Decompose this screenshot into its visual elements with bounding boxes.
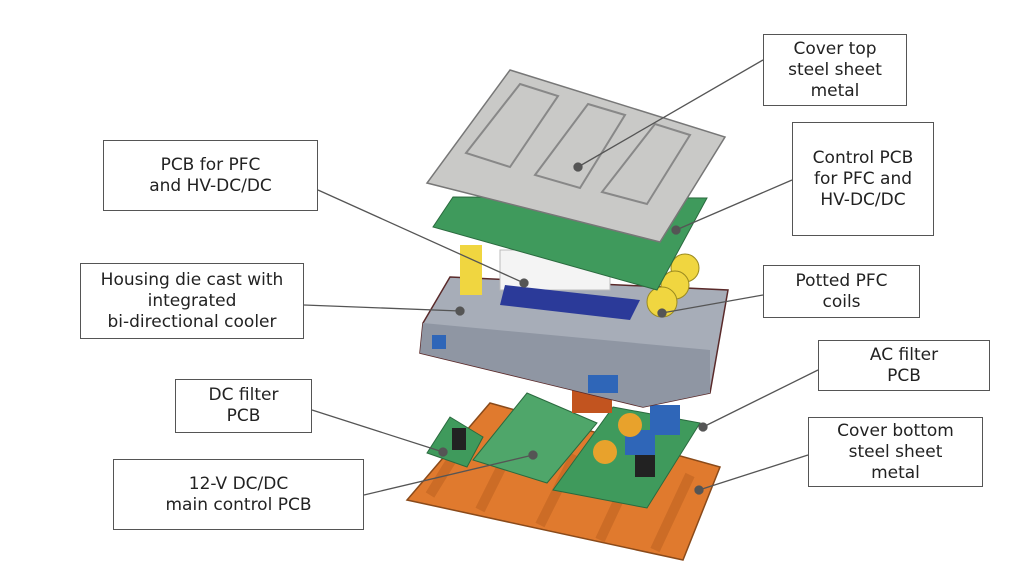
label-line: Cover top: [793, 38, 877, 59]
label-line: Housing die cast with: [100, 269, 284, 290]
label-line: HV-DC/DC: [820, 189, 906, 210]
label-line: metal: [871, 462, 920, 483]
label-line: Control PCB: [812, 147, 914, 168]
label-dc-filter: DC filter PCB: [175, 379, 312, 433]
label-cover-top: Cover top steel sheet metal: [763, 34, 907, 106]
label-line: main control PCB: [165, 494, 312, 515]
label-line: and HV-DC/DC: [149, 175, 272, 196]
label-main-control: 12-V DC/DC main control PCB: [113, 459, 364, 530]
dc-filter-component: [452, 428, 466, 450]
label-line: bi-directional cooler: [107, 311, 277, 332]
label-line: coils: [822, 291, 861, 312]
pfc-coils-part: [646, 253, 700, 318]
label-cover-bottom: Cover bottom steel sheet metal: [808, 417, 983, 487]
label-line: Potted PFC: [795, 270, 888, 291]
label-pcb-pfc: PCB for PFC and HV-DC/DC: [103, 140, 318, 211]
label-line: PCB for PFC: [160, 154, 261, 175]
leader-lines: [303, 59, 819, 496]
label-line: Cover bottom: [837, 420, 954, 441]
label-line: PCB: [226, 406, 261, 426]
label-line: steel sheet: [788, 59, 882, 80]
ac-filter-components: [593, 405, 680, 477]
label-line: AC filter: [869, 344, 939, 365]
label-line: PCB: [887, 365, 921, 386]
label-line: for PFC and: [813, 168, 913, 189]
label-control-pcb: Control PCB for PFC and HV-DC/DC: [792, 122, 934, 236]
label-line: metal: [810, 80, 860, 101]
label-line: DC filter: [208, 385, 279, 405]
label-ac-filter: AC filter PCB: [818, 340, 990, 391]
label-line: integrated: [147, 290, 237, 311]
label-line: 12-V DC/DC: [188, 473, 289, 494]
label-line: steel sheet: [848, 441, 943, 462]
label-pfc-coils: Potted PFC coils: [763, 265, 920, 318]
label-housing: Housing die cast with integrated bi-dire…: [80, 263, 304, 339]
cover-top-part: [425, 69, 727, 243]
